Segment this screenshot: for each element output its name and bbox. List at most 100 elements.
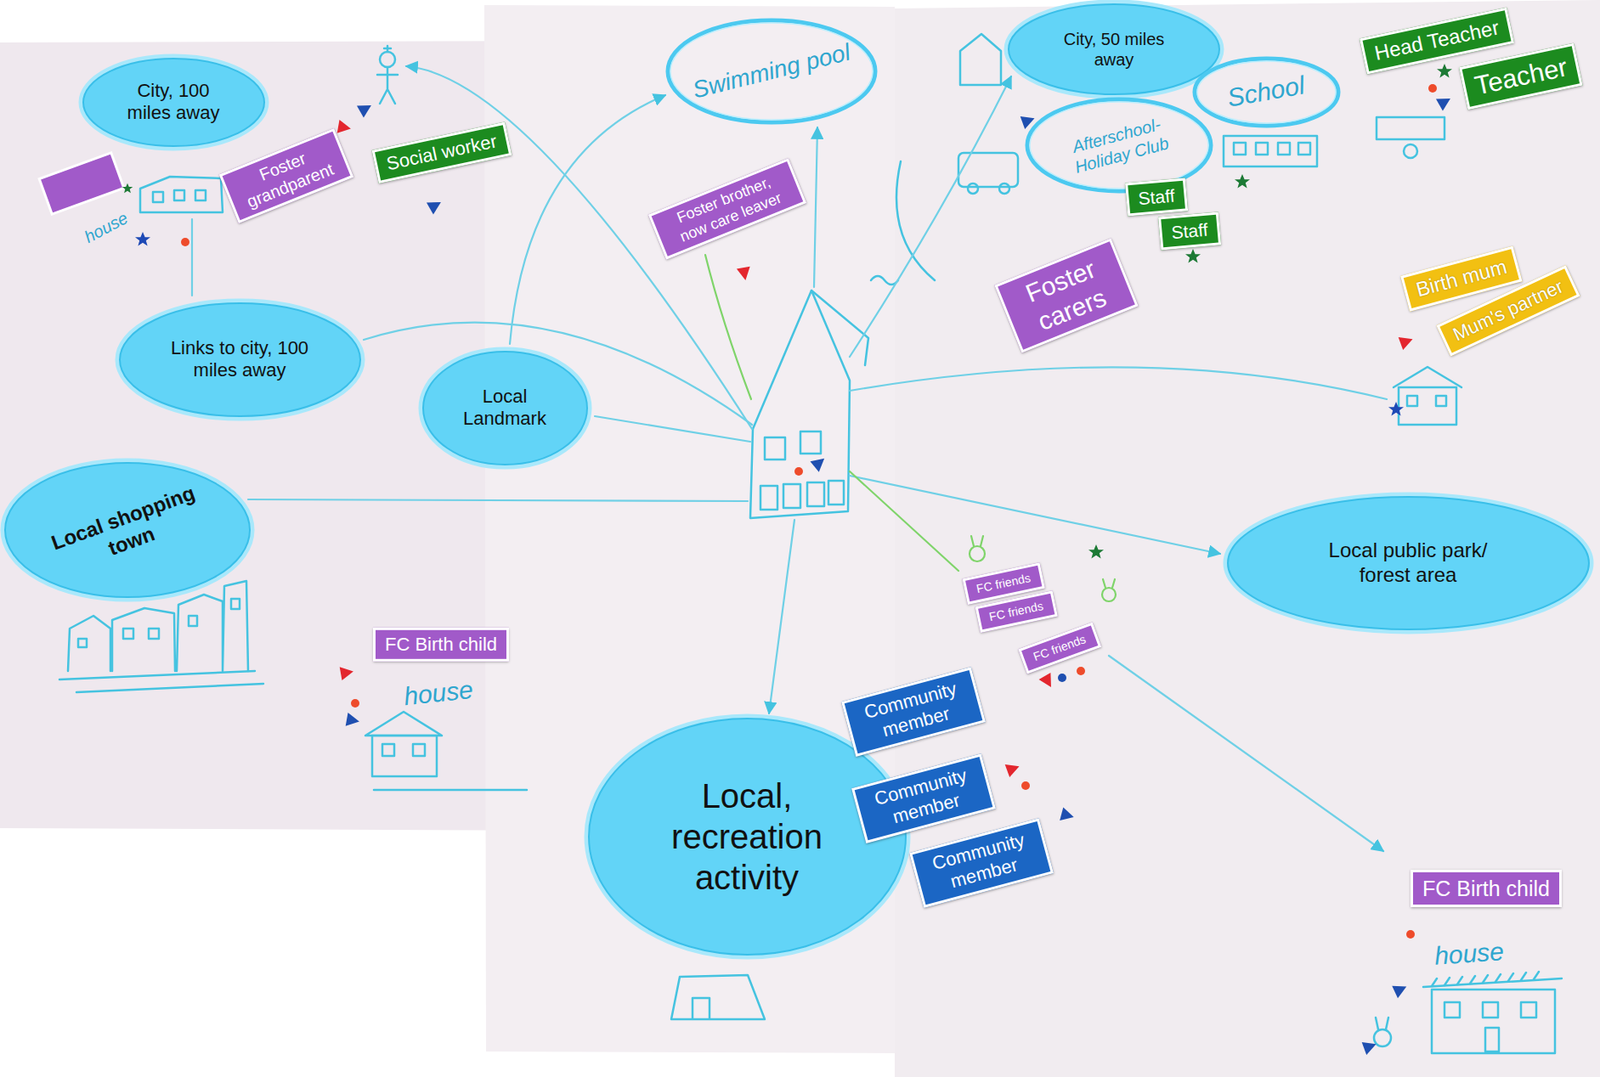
hand-drawing (870, 276, 899, 285)
hand-drawing (377, 45, 398, 104)
hand-drawing (967, 183, 979, 194)
hand-drawing (140, 176, 223, 213)
ellipse-ring (1194, 58, 1339, 126)
hand-drawing (1298, 142, 1311, 155)
ellipse-inner-ring (670, 22, 873, 120)
sticker-markers (350, 699, 360, 708)
node-text: Head Teacher (1372, 15, 1502, 66)
node-text: Staff (1137, 185, 1176, 210)
ellipse-ring (117, 300, 363, 419)
green-lines (849, 471, 959, 572)
hand-drawing (1431, 989, 1555, 1054)
ellipse-ring (2, 460, 253, 600)
hand-drawing (760, 486, 778, 510)
node-text: Afterschool- Holiday Club (1060, 111, 1178, 180)
sticker-markers (180, 237, 190, 247)
hand-drawing (152, 192, 164, 203)
ellipse-fill (423, 351, 588, 465)
label-box: Community member (841, 667, 986, 757)
hand-drawing (800, 431, 821, 454)
place-ellipse: Local Landmark (418, 346, 593, 470)
ellipse-inner-ring (1197, 61, 1336, 124)
sticker-markers (1436, 92, 1454, 111)
handwritten-ellipse: Swimming pool (665, 17, 878, 125)
ellipse-ring (420, 349, 590, 468)
sticker-markers (1388, 401, 1404, 417)
handwritten-ellipse: School (1192, 56, 1341, 129)
hand-drawing (1373, 1029, 1391, 1047)
node-text: City, 50 miles away (1050, 28, 1178, 70)
sticker-markers (1088, 544, 1104, 560)
sticker-markers (426, 196, 445, 215)
ellipse-ring (80, 56, 267, 149)
green-lines (1102, 579, 1115, 588)
hand-drawing (1398, 387, 1457, 425)
hand-drawing (373, 789, 527, 792)
sticker-markers (1428, 84, 1437, 93)
label-box: Staff (1125, 177, 1188, 216)
hand-drawing (59, 33, 1562, 1054)
sticker-markers (1362, 1038, 1380, 1056)
hand-drawing (174, 190, 185, 201)
map-lines (768, 520, 795, 714)
sticker-markers (1059, 807, 1076, 824)
node-text: FC Birth child (384, 633, 498, 656)
ellipse-fill (119, 303, 361, 417)
hand-drawing (999, 183, 1010, 194)
node-text: Teacher (1471, 50, 1571, 102)
map-lines (849, 475, 1221, 555)
hand-drawing (671, 975, 765, 1020)
hand-drawing (1520, 1002, 1537, 1018)
hand-drawing (231, 599, 240, 610)
label-box: Community member (909, 818, 1054, 908)
hand-drawing (365, 712, 442, 736)
label-box: Staff (1158, 211, 1222, 250)
hand-drawing (807, 482, 825, 507)
hand-drawing (78, 638, 87, 648)
hand-drawing (1375, 1017, 1389, 1030)
hand-drawing (958, 152, 1018, 187)
hand-drawing (1393, 367, 1462, 388)
label-box: FC friends (1017, 622, 1102, 675)
hand-drawing (960, 33, 1001, 85)
node-text: School (1225, 69, 1308, 114)
node-text: FC friends (1031, 632, 1088, 665)
node-text: Social worker (384, 130, 500, 176)
label-box: Foster carers (994, 237, 1138, 353)
sticker-markers (1185, 248, 1201, 264)
hand-drawing (896, 161, 935, 281)
ellipse-fill (1008, 4, 1220, 95)
sticker-markers (337, 119, 353, 136)
sticker-markers (1391, 980, 1409, 999)
node-text: Community member (921, 827, 1041, 900)
handwritten-label: house (402, 675, 475, 712)
handwritten-label: house (1433, 937, 1505, 972)
map-lines (509, 95, 666, 345)
sticker-markers (1021, 781, 1030, 791)
node-text: Local Landmark (457, 385, 552, 431)
sticker-markers (1039, 672, 1058, 691)
hand-drawing (1223, 135, 1318, 167)
green-lines (969, 546, 985, 562)
ellipse-ring (1225, 494, 1592, 633)
ellipse-ring (586, 716, 909, 958)
node-text: Foster grandparent (231, 138, 340, 215)
hand-drawing (1444, 1002, 1460, 1018)
node-text: Swimming pool (689, 38, 854, 106)
node-text: City, 100 miles away (118, 79, 229, 125)
place-ellipse: City, 50 miles away (1003, 0, 1225, 100)
sticker-markers (1398, 333, 1416, 351)
node-text: Foster carers (1007, 248, 1126, 344)
green-lines (971, 536, 984, 547)
paper-sheets (894, 0, 1600, 1077)
ellipse-outline (1003, 0, 1225, 100)
ellipse-fill (83, 58, 265, 147)
sticker-markers (1436, 63, 1453, 79)
hand-drawing (188, 616, 198, 627)
map-lines (248, 499, 748, 502)
sticker-markers (122, 183, 134, 194)
hand-drawing (764, 437, 786, 460)
